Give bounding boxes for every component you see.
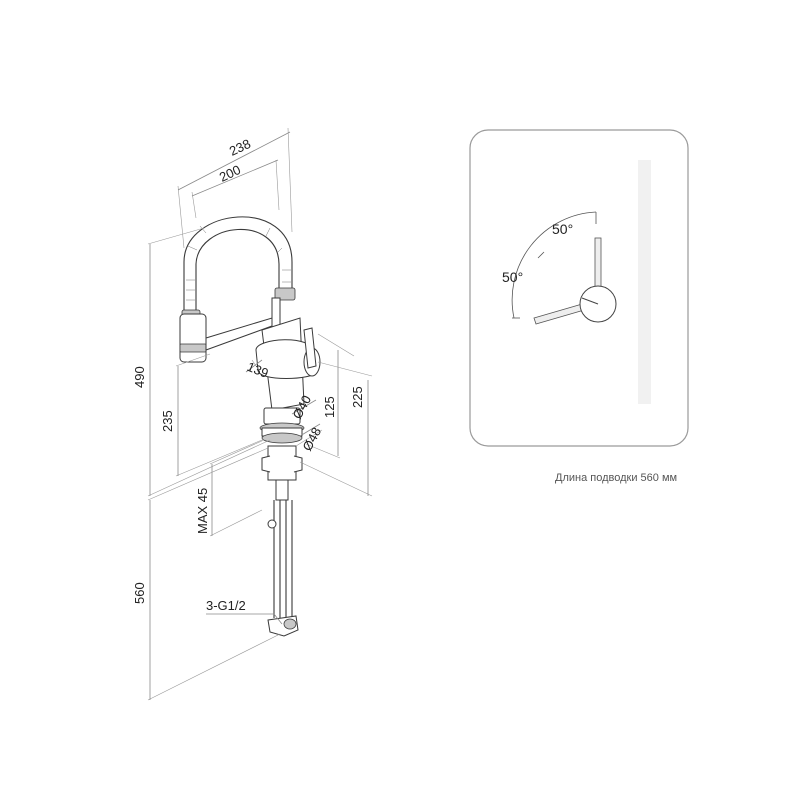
hose-end-nut <box>283 618 297 630</box>
rotation-arc <box>511 211 597 319</box>
spout-arc-inner <box>195 228 280 318</box>
top-view-panel: 50° 50° <box>469 129 689 447</box>
fixing-stud <box>275 479 289 501</box>
faucet-side-view <box>179 216 321 637</box>
label-225: 225 <box>350 386 365 408</box>
dim-line-139 <box>245 359 263 373</box>
dim-line-200 <box>191 159 279 197</box>
label-max45: MAX 45 <box>195 488 210 534</box>
fixing-nut <box>267 445 297 481</box>
label-3g12: 3-G1/2 <box>206 598 246 613</box>
label-490: 490 <box>132 366 147 388</box>
angle-label-upper: 50° <box>552 221 573 237</box>
leader-d48 <box>299 423 321 437</box>
top-view-frame <box>469 129 689 447</box>
spout-arc-ribs <box>186 225 291 301</box>
leader-d40 <box>291 399 317 415</box>
fixing-bracket <box>261 455 303 473</box>
dimension-lines <box>147 127 373 701</box>
angle-label-lower: 50° <box>502 269 523 285</box>
spray-head-band <box>179 343 207 353</box>
spout-arc-outer <box>183 216 293 318</box>
label-560: 560 <box>132 582 147 604</box>
label-238: 238 <box>227 136 253 159</box>
label-125: 125 <box>322 396 337 418</box>
spray-head <box>179 313 207 363</box>
base-ring-3 <box>261 432 303 444</box>
dim-line-238 <box>177 131 291 191</box>
dimension-labels: 238 200 490 235 139 Ø40 Ø48 125 225 MAX … <box>132 136 365 613</box>
supply-hoses <box>273 500 293 628</box>
hose-clip <box>267 519 277 529</box>
arc-mid-tick <box>537 251 545 259</box>
lever-handle <box>303 327 317 369</box>
backsplash-edge <box>638 160 651 404</box>
label-235: 235 <box>160 410 175 432</box>
label-200: 200 <box>217 162 243 185</box>
hose-length-caption: Длина подводки 560 мм <box>555 472 677 484</box>
hose-collar-right <box>274 287 296 301</box>
